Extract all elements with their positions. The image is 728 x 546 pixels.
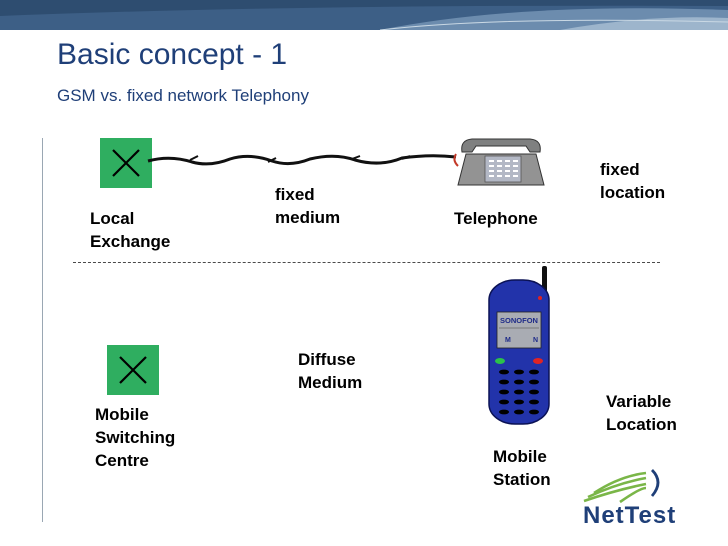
nettest-logo-icon [583,469,660,504]
fixed-medium-label: fixed medium [275,185,341,227]
diffuse-medium-label: Diffuse Medium [298,350,363,392]
nettest-logo-text: NetTest [583,502,677,529]
left-margin-line [42,138,43,522]
phone-brand-text: SONOFON [500,316,538,325]
fixed-location-label: fixed location [600,160,666,202]
fixed-line-wire-icon [147,154,457,166]
telephone-icon [453,138,545,186]
mobile-station-label: Mobile Station [493,447,551,489]
variable-location-label: Variable Location [606,392,677,434]
telephone-label: Telephone [454,209,538,228]
mobile-station-icon: SONOFON M N [488,266,550,425]
phone-key-n: N [533,337,538,344]
mobile-switching-centre-label: Mobile Switching Centre [95,405,176,470]
mobile-switching-centre-icon [107,345,159,395]
local-exchange-label: Local Exchange [90,209,171,251]
phone-key-m: M [505,337,511,344]
section-divider [73,262,660,263]
slide-subtitle: GSM vs. fixed network Telephony [57,86,309,105]
slide-title: Basic concept - 1 [57,38,288,71]
local-exchange-switch-icon [100,138,152,188]
header-band [0,0,728,30]
